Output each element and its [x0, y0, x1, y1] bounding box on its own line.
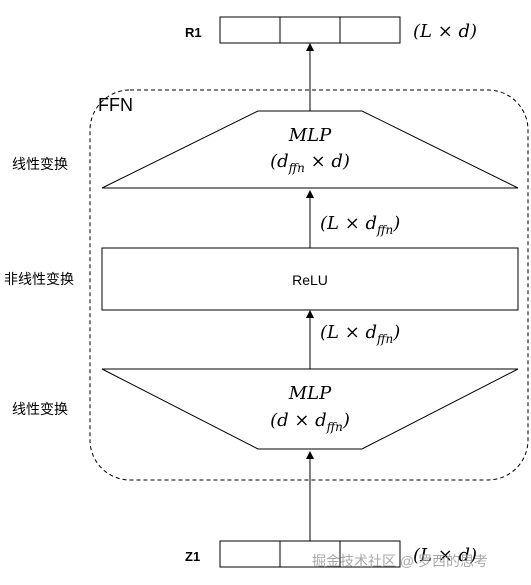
- upper-mlp-name: MLP: [288, 125, 332, 146]
- upper-mlp-block: [101, 110, 519, 189]
- relu-label: ReLU: [292, 272, 328, 288]
- ffn-label: FFN: [98, 95, 133, 115]
- upper-mlp-dims: (dffn × d): [270, 151, 350, 175]
- side-label-lower: 线性变换: [12, 401, 68, 417]
- top-vector-cell: [219, 16, 281, 44]
- shape-below-relu: (L × dffn): [320, 322, 400, 346]
- bottom-vector-cell: [219, 540, 281, 568]
- ffn-container: [89, 89, 529, 481]
- top-vector-cell: [279, 16, 341, 44]
- lower-mlp-dims: (d × dffn): [270, 410, 350, 434]
- lower-mlp-block: [101, 368, 519, 450]
- side-label-upper: 线性变换: [12, 156, 68, 172]
- relu-block: [101, 247, 519, 311]
- bottom-vector-label: Z1: [185, 549, 200, 564]
- side-label-middle: 非线性变换: [4, 271, 74, 287]
- watermark: 掘金技术社区 @ 罗西的思考: [312, 553, 488, 569]
- shape-above-relu: (L × dffn): [320, 213, 400, 237]
- top-vector-label: R1: [185, 25, 202, 40]
- top-vector: [219, 16, 401, 44]
- lower-mlp-name: MLP: [288, 383, 332, 404]
- top-vector-cell: [339, 16, 401, 44]
- bottom-vector: [219, 540, 401, 568]
- bottom-vector-cell: [279, 540, 341, 568]
- bottom-vector-shape: (L × d): [413, 545, 477, 566]
- bottom-vector-cell: [339, 540, 401, 568]
- top-vector-shape: (L × d): [413, 21, 477, 42]
